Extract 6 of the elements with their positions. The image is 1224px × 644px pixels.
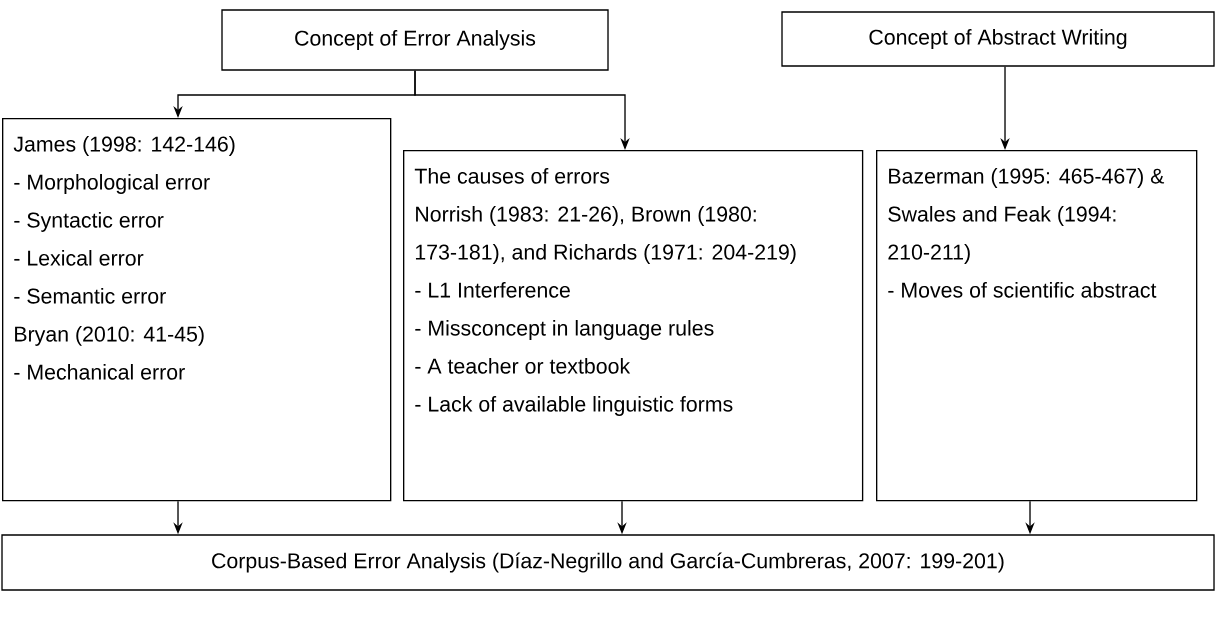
concept-box: Concept of Error Analysis	[221, 9, 609, 71]
content-box: The causes of errors Norrish (1983: 21-26), Brown (1980: 173-181), and Richards (1971: 204-219) - L1 Interference - Missconcept in language rules - A teacher or textbook - Lack of available linguistic forms	[403, 150, 864, 502]
content-box: James (1998: 142-146) - Morphological error - Syntactic error - Lexical error - Semantic error Bryan (2010: 41-45) - Mechanical error	[2, 118, 392, 502]
result-box: Corpus-Based Error Analysis (Díaz-Negrillo and García-Cumbreras, 2007: 199-201)	[1, 534, 1215, 591]
concept-box: Concept of Abstract Writing	[781, 11, 1215, 67]
content-box: Bazerman (1995: 465-467) & Swales and Feak (1994: 210-211) - Moves of scientific abstract	[876, 150, 1198, 502]
